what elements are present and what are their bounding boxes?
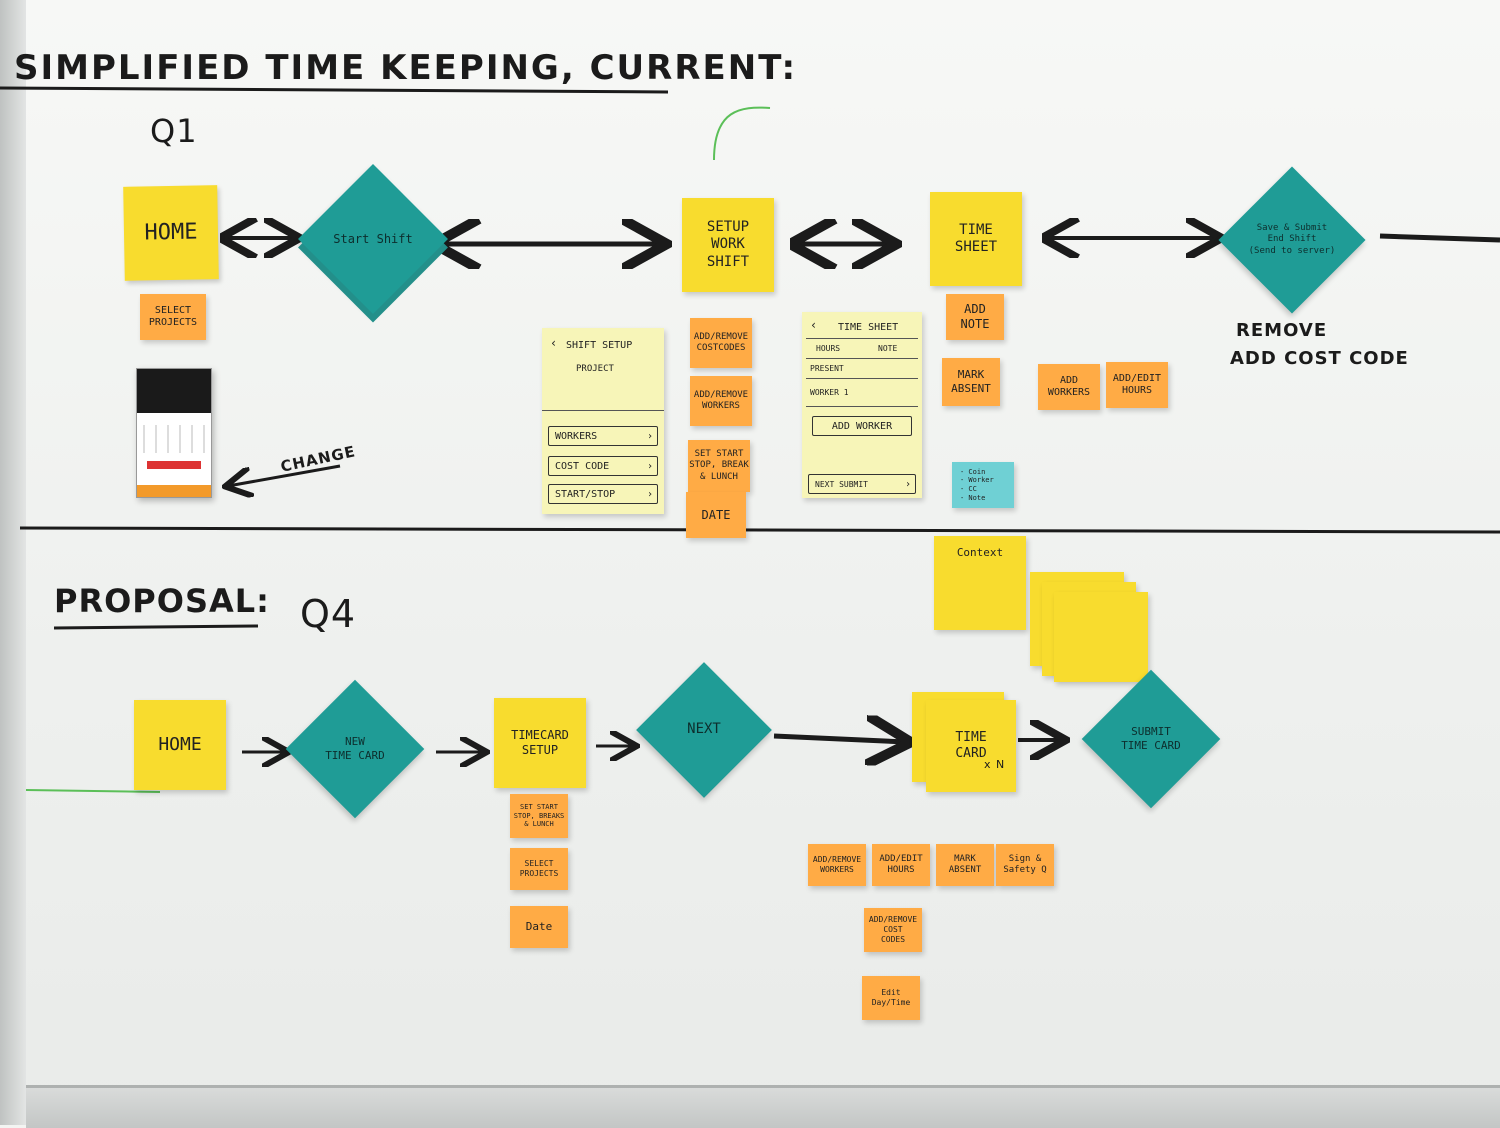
timesheet-note-add-note: ADD NOTE — [946, 294, 1004, 340]
card-note-cost-codes: ADD/REMOVE COST CODES — [864, 908, 922, 952]
phone-screenshot — [136, 368, 212, 498]
wire-back-icon: ‹ — [810, 318, 818, 332]
card-note-sign: Sign & Safety Q — [996, 844, 1054, 886]
current-home-note: HOME — [123, 185, 219, 281]
setup-note-workers: ADD/REMOVE WORKERS — [690, 376, 752, 426]
time-sheet-note: TIME SHEET — [930, 192, 1022, 286]
setup-note-date: DATE — [686, 492, 746, 538]
green-return-arrow — [713, 106, 771, 161]
start-shift-label: Start Shift — [333, 231, 413, 246]
worker-row: WORKER 1 — [810, 388, 849, 397]
green-marker-line — [25, 789, 161, 793]
add-cost-code-note: ADD COST CODE — [1230, 348, 1409, 369]
next-submit-row: NEXT SUBMIT› — [808, 474, 916, 494]
shift-setup-row-start-stop: START/STOP› — [548, 484, 658, 504]
card-note-workers: ADD/REMOVE WORKERS — [808, 844, 866, 886]
time-sheet-wireframe: ‹ TIME SHEET HOURS NOTE PRESENT WORKER 1… — [802, 312, 922, 498]
present-label: PRESENT — [810, 364, 844, 373]
whiteboard-frame — [0, 0, 26, 1125]
shift-setup-row-cost-code: COST CODE› — [548, 456, 658, 476]
marker-tray — [26, 1085, 1500, 1128]
arrow-next-card — [773, 736, 906, 742]
extra-note-add-workers: ADD WORKERS — [1038, 364, 1100, 410]
proposal-title: PROPOSAL: — [54, 582, 270, 620]
arrow-change — [228, 464, 341, 486]
tab-note: NOTE — [878, 344, 898, 353]
proposal-underline — [53, 624, 259, 630]
stacked-note-front — [1054, 592, 1148, 682]
proposal-quarter: Q4 — [300, 592, 357, 636]
arrow-submit-out — [1379, 233, 1500, 243]
remove-note: REMOVE — [1236, 320, 1328, 341]
setup-work-shift-note: SETUP WORK SHIFT — [682, 198, 774, 292]
blue-list-note: - Coin - Worker - CC - Note — [952, 462, 1014, 508]
select-projects-note: SELECT PROJECTS — [140, 294, 206, 340]
shift-setup-project: PROJECT — [576, 364, 614, 374]
shift-setup-row-workers: WORKERS› — [548, 426, 658, 446]
start-shift-diamond: Start Shift — [298, 164, 448, 314]
wire-back-icon: ‹ — [550, 336, 558, 350]
time-card-multiplier: x N — [984, 758, 1006, 771]
next-diamond: NEXT — [636, 662, 772, 798]
save-submit-diamond: Save & Submit End Shift (Send to server) — [1218, 166, 1366, 314]
submit-time-card-label: SUBMIT TIME CARD — [1121, 725, 1181, 752]
title-underline — [0, 86, 669, 94]
card-note-edit-day-time: Edit Day/Time — [862, 976, 920, 1020]
time-sheet-title: TIME SHEET — [838, 322, 899, 333]
save-submit-label: Save & Submit End Shift (Send to server) — [1248, 223, 1336, 256]
new-time-card-diamond: NEW TIME CARD — [285, 679, 425, 819]
context-note: Context — [934, 536, 1026, 630]
proposal-note-select-projects: SELECT PROJECTS — [510, 848, 568, 890]
timecard-setup-note: TIMECARD SETUP — [494, 698, 586, 788]
proposal-home-note: HOME — [134, 700, 226, 790]
proposal-note-start-stop: SET START STOP, BREAKS & LUNCH — [510, 794, 568, 838]
submit-time-card-diamond: SUBMIT TIME CARD — [1081, 669, 1221, 809]
time-card-note: TIME CARD — [926, 700, 1016, 792]
next-label: NEXT — [687, 721, 721, 738]
shift-setup-wireframe: ‹ SHIFT SETUP PROJECT WORKERS› COST CODE… — [542, 328, 664, 514]
setup-note-start-stop: SET START STOP, BREAK & LUNCH — [688, 440, 750, 492]
add-worker-button: ADD WORKER — [812, 416, 912, 436]
section-divider — [19, 526, 1500, 534]
current-title: SIMPLIFIED TIME KEEPING, CURRENT: — [14, 48, 798, 88]
timesheet-note-mark-absent: MARK ABSENT — [942, 358, 1000, 406]
card-note-hours: ADD/EDIT HOURS — [872, 844, 930, 886]
proposal-note-date: Date — [510, 906, 568, 948]
setup-note-cost-codes: ADD/REMOVE COSTCODES — [690, 318, 752, 368]
new-time-card-label: NEW TIME CARD — [325, 735, 385, 762]
extra-note-add-edit-hours: ADD/EDIT HOURS — [1106, 362, 1168, 408]
shift-setup-title: SHIFT SETUP — [566, 340, 633, 351]
tab-hours: HOURS — [816, 344, 841, 353]
current-quarter: Q1 — [150, 112, 198, 150]
card-note-absent: MARK ABSENT — [936, 844, 994, 886]
